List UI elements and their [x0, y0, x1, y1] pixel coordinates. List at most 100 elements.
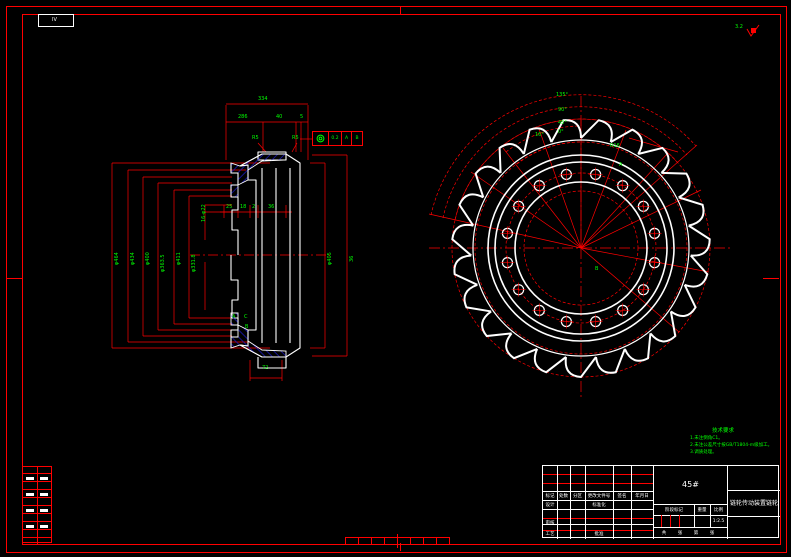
technical-note-line-3: 3.调质处理。 [690, 450, 717, 455]
technical-requirements: 技术要求 1.未注倒角C1。 2.未注公差尺寸按GB/T1804-m级加工。 3… [690, 428, 790, 455]
revision-row-sep [23, 505, 51, 506]
title-rule [543, 474, 653, 475]
title-col-sep [613, 466, 614, 539]
prop-header-stage: 阶段标记 [665, 507, 683, 513]
row-mid-standardization: 标准化 [592, 502, 606, 508]
datum-mark-c: C [244, 314, 248, 320]
strip-segment-sep [371, 537, 372, 545]
revision-row-sep [23, 521, 51, 522]
title-rule [543, 518, 653, 519]
dim-r5-left: R5 [252, 135, 259, 141]
revision-table [22, 466, 52, 544]
tolerance-datum-a: A [342, 132, 352, 145]
revision-row-entry [40, 493, 48, 496]
scale-value: 1:2.5 [712, 519, 725, 524]
material-value: 45# [682, 479, 699, 489]
dim-5: 5 [300, 114, 304, 120]
sheet-zone-label-box [38, 14, 74, 27]
drawing-title: 链轮传动装置链轮 [729, 500, 778, 507]
dim-18: 18 [240, 204, 247, 210]
strip-segment-sep [384, 537, 385, 545]
sheet-label-0: 共 [661, 530, 667, 536]
prop-header-weight: 重量 [697, 507, 707, 513]
sig-header-0: 标记 [545, 493, 555, 499]
revision-row-entry [26, 525, 34, 528]
stage-mark-sep [670, 515, 671, 527]
angle-dim-0: 0° [558, 129, 564, 135]
sig-header-3: 更改文件号 [587, 493, 611, 499]
title-separator [543, 491, 653, 492]
sig-header-2: 分区 [573, 493, 582, 499]
title-col-sep [694, 504, 695, 527]
title-col-sep [710, 504, 711, 527]
revision-row-entry [40, 477, 48, 480]
datum-mark-a: A [232, 314, 236, 320]
surface-finish-value: 3.2 [735, 24, 743, 30]
angle-dim-45: 45° [558, 120, 567, 126]
border-tick-top [400, 6, 401, 14]
dim-r16: R16 [610, 143, 620, 149]
revision-row-sep [23, 481, 51, 482]
sheet-label-1: 张 [677, 530, 683, 536]
revision-row-sep [23, 529, 51, 530]
datum-label-b-front: B [595, 266, 599, 272]
datum-label-a-front: A [619, 162, 623, 168]
title-rule [543, 530, 653, 531]
title-separator [543, 500, 653, 501]
angle-dim-16: 16° [535, 132, 544, 138]
title-separator [654, 504, 727, 505]
title-separator [543, 524, 653, 525]
technical-requirements-title: 技术要求 [712, 428, 735, 434]
stage-mark-sep [679, 515, 680, 527]
row-label-design: 设计 [545, 502, 555, 508]
sig-header-5: 年月日 [635, 493, 649, 499]
strip-center-tick [397, 534, 398, 548]
sheet-label-2: 第 [693, 530, 699, 536]
title-col-sep [557, 466, 558, 539]
dim-25: 25 [226, 204, 233, 210]
strip-segment-sep [345, 537, 346, 545]
revision-row-entry [40, 509, 48, 512]
row-label-review: 审核 [545, 520, 555, 526]
sheet-zone-label: IV [52, 17, 57, 23]
strip-segment-sep [449, 537, 450, 545]
angle-dim-90: 90° [558, 107, 567, 113]
runout-icon [313, 132, 329, 145]
revision-row-sep [23, 513, 51, 514]
tolerance-value: 0.2 [329, 132, 342, 145]
sig-header-4: 签名 [617, 493, 627, 499]
sig-header-1: 处数 [559, 493, 568, 499]
revision-row-sep [23, 473, 51, 474]
row-mid-approval: 批准 [594, 531, 604, 537]
prop-header-scale: 比例 [714, 507, 723, 513]
title-major-sep-2 [727, 466, 728, 539]
title-separator [728, 490, 780, 491]
dim-2: 2 [252, 204, 256, 210]
strip-segment-sep [436, 537, 437, 545]
technical-note-line-2: 2.未注公差尺寸按GB/T1804-m级加工。 [690, 443, 773, 448]
row-label-process: 工艺 [545, 531, 555, 537]
revision-row-sep [23, 537, 51, 538]
revision-row-entry [26, 509, 34, 512]
dim-40: 40 [276, 114, 283, 120]
dim-286: 286 [238, 114, 248, 120]
border-tick-right [763, 278, 779, 279]
title-separator [728, 516, 780, 517]
technical-note-line-1: 1.未注倒角C1。 [690, 436, 723, 441]
strip-segment-sep [410, 537, 411, 545]
angle-dim-135: 135° [556, 92, 569, 98]
revision-row-entry [40, 525, 48, 528]
revision-row-entry [26, 477, 34, 480]
title-separator [654, 527, 727, 528]
border-tick-bottom [400, 543, 401, 551]
revision-row-entry [26, 493, 34, 496]
strip-segment-sep [358, 537, 359, 545]
revision-row-sep [23, 489, 51, 490]
title-rule [543, 483, 653, 484]
title-col-sep [585, 466, 586, 539]
dim-72: 72 [262, 365, 269, 371]
title-major-sep-1 [653, 466, 654, 539]
geometric-tolerance-frame: 0.2 A B [312, 131, 363, 146]
